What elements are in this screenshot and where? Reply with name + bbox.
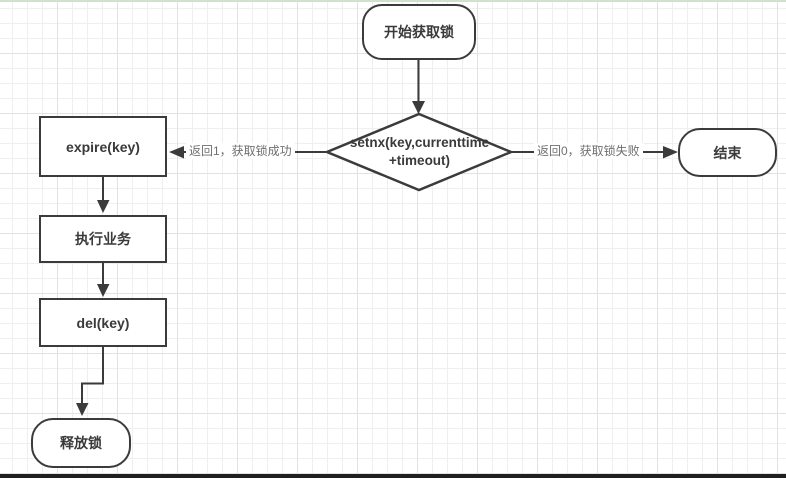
bottom-white-strip [0,478,786,480]
condition-diamond-shape[interactable] [323,112,515,192]
node-expire-label: expire(key) [66,138,140,155]
arrowhead-down-del [97,284,110,297]
node-release-lock[interactable]: 释放锁 [31,418,131,468]
node-start-label: 开始获取锁 [384,24,454,40]
arrowhead-down-business [97,200,110,213]
arrowhead-right-end [663,146,678,159]
node-business-label: 执行业务 [75,231,131,247]
node-release-label: 释放锁 [60,435,102,451]
bottom-border-bar [0,474,786,478]
edge-label-return0-failure: 返回0，获取锁失败 [534,143,643,159]
node-end[interactable]: 结束 [678,128,777,177]
condition-label-line1: setnx(key,currenttime [349,135,490,150]
node-end-label: 结束 [713,144,742,161]
node-expire-key[interactable]: expire(key) [39,116,167,177]
arrowhead-left-expire [169,146,184,159]
node-start-acquire-lock[interactable]: 开始获取锁 [362,4,476,60]
edge-label-return1-success: 返回1，获取锁成功 [186,143,295,159]
edge-del-to-release [81,347,104,404]
top-accent-line [0,0,786,2]
arrowhead-down-condition [412,101,425,114]
arrowhead-down-release [76,403,89,416]
condition-setnx-label: setnx(key,currenttime +timeout) [319,134,520,170]
node-del-key[interactable]: del(key) [39,298,167,347]
condition-label-line2: +timeout) [388,153,451,168]
node-del-label: del(key) [76,314,130,331]
node-execute-business[interactable]: 执行业务 [39,215,167,263]
